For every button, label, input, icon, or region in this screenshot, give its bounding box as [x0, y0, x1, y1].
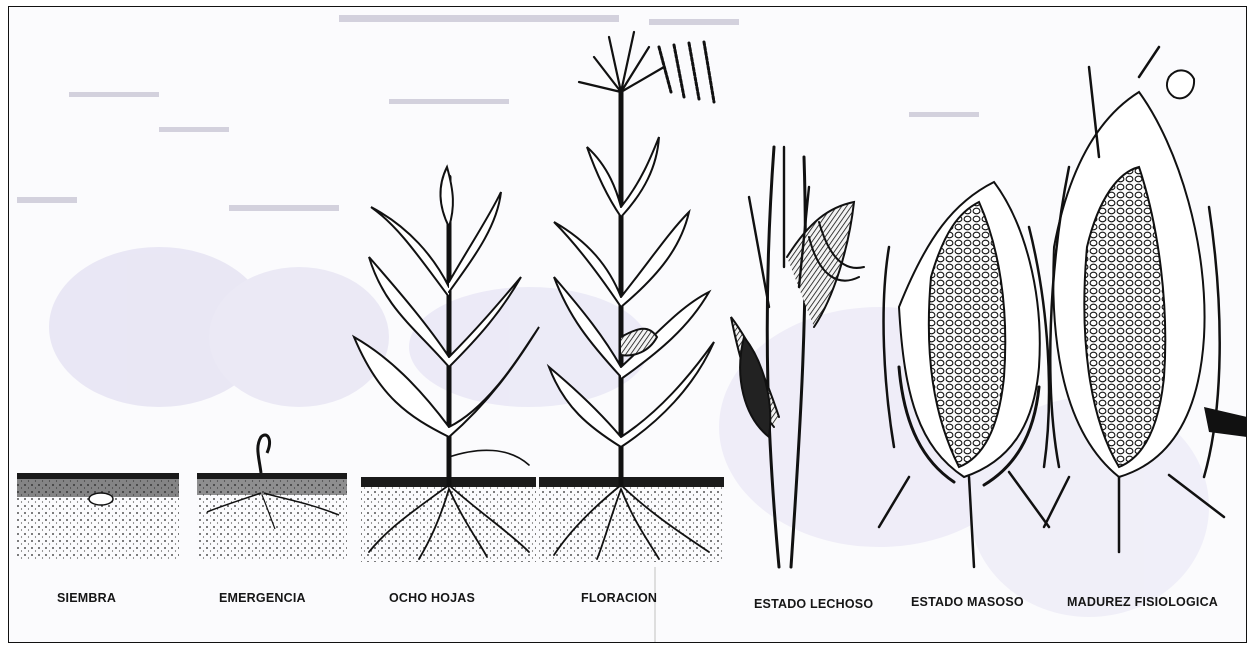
faint-background-text — [17, 15, 979, 211]
stage-label-emergencia: EMERGENCIA — [219, 591, 306, 605]
stage-label-floracion: FLORACION — [581, 591, 657, 605]
corn-growth-stages-illustration — [9, 7, 1247, 643]
stage-label-siembra: SIEMBRA — [57, 591, 116, 605]
stage-label-ocho-hojas: OCHO HOJAS — [389, 591, 475, 605]
stage-floracion-drawing — [539, 32, 724, 562]
stage-label-madurez-fisiologica: MADUREZ FISIOLOGICA — [1067, 595, 1218, 609]
stage-emergencia-drawing — [197, 435, 347, 561]
stage-label-estado-lechoso: ESTADO LECHOSO — [754, 597, 873, 611]
illustration-frame: SIEMBRA EMERGENCIA OCHO HOJAS FLORACION … — [8, 6, 1247, 643]
stage-label-estado-masoso: ESTADO MASOSO — [911, 595, 1024, 609]
stage-siembra-drawing — [17, 473, 179, 561]
